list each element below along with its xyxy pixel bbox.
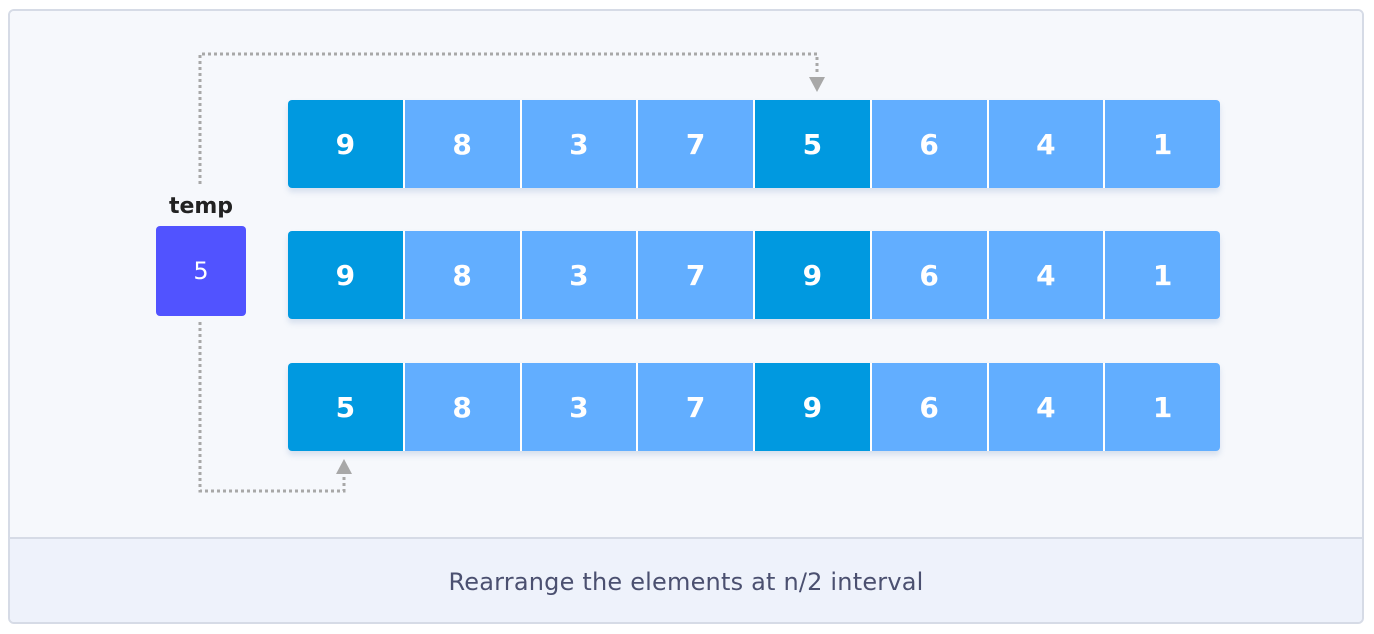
array-cell: 9	[288, 100, 405, 188]
array-cell: 3	[521, 231, 639, 319]
array-cell: 7	[638, 100, 755, 188]
arrow-down-icon	[809, 77, 825, 92]
array-cell: 6	[871, 231, 989, 319]
connector-lines	[198, 52, 825, 493]
caption-area: Rearrange the elements at n/2 interval	[10, 537, 1362, 622]
connector-bottom	[198, 322, 346, 493]
array-cell: 3	[521, 100, 639, 188]
array-cell: 1	[1105, 363, 1220, 451]
connector-top	[198, 52, 819, 184]
diagram-frame: temp 5 9 8 3 7 5 6 4 1 9 8 3 7 9 6 4 1 5…	[8, 9, 1364, 624]
array-cell: 9	[755, 231, 872, 319]
caption: Rearrange the elements at n/2 interval	[448, 567, 924, 596]
array-cell: 4	[988, 100, 1106, 188]
array-cell: 9	[288, 231, 405, 319]
array-cell: 8	[404, 231, 522, 319]
array-cell: 5	[288, 363, 405, 451]
array-row-1: 9 8 3 7 5 6 4 1	[288, 100, 1220, 188]
array-cell: 1	[1105, 231, 1220, 319]
temp-value: 5	[193, 257, 209, 285]
array-cell: 6	[871, 100, 989, 188]
array-cell: 5	[755, 100, 872, 188]
array-cell: 7	[638, 231, 755, 319]
array-cell: 7	[638, 363, 755, 451]
array-row-3: 5 8 3 7 9 6 4 1	[288, 363, 1220, 451]
arrow-up-icon	[336, 459, 352, 474]
array-cell: 8	[404, 363, 522, 451]
array-row-2: 9 8 3 7 9 6 4 1	[288, 231, 1220, 319]
array-cell: 4	[988, 231, 1106, 319]
diagram-area: temp 5 9 8 3 7 5 6 4 1 9 8 3 7 9 6 4 1 5…	[10, 11, 1362, 537]
temp-box: 5	[156, 226, 246, 316]
array-cell: 1	[1105, 100, 1220, 188]
array-cell: 4	[988, 363, 1106, 451]
array-cell: 8	[404, 100, 522, 188]
array-cell: 6	[871, 363, 989, 451]
array-cell: 3	[521, 363, 639, 451]
array-cell: 9	[755, 363, 872, 451]
temp-label: temp	[168, 194, 234, 219]
